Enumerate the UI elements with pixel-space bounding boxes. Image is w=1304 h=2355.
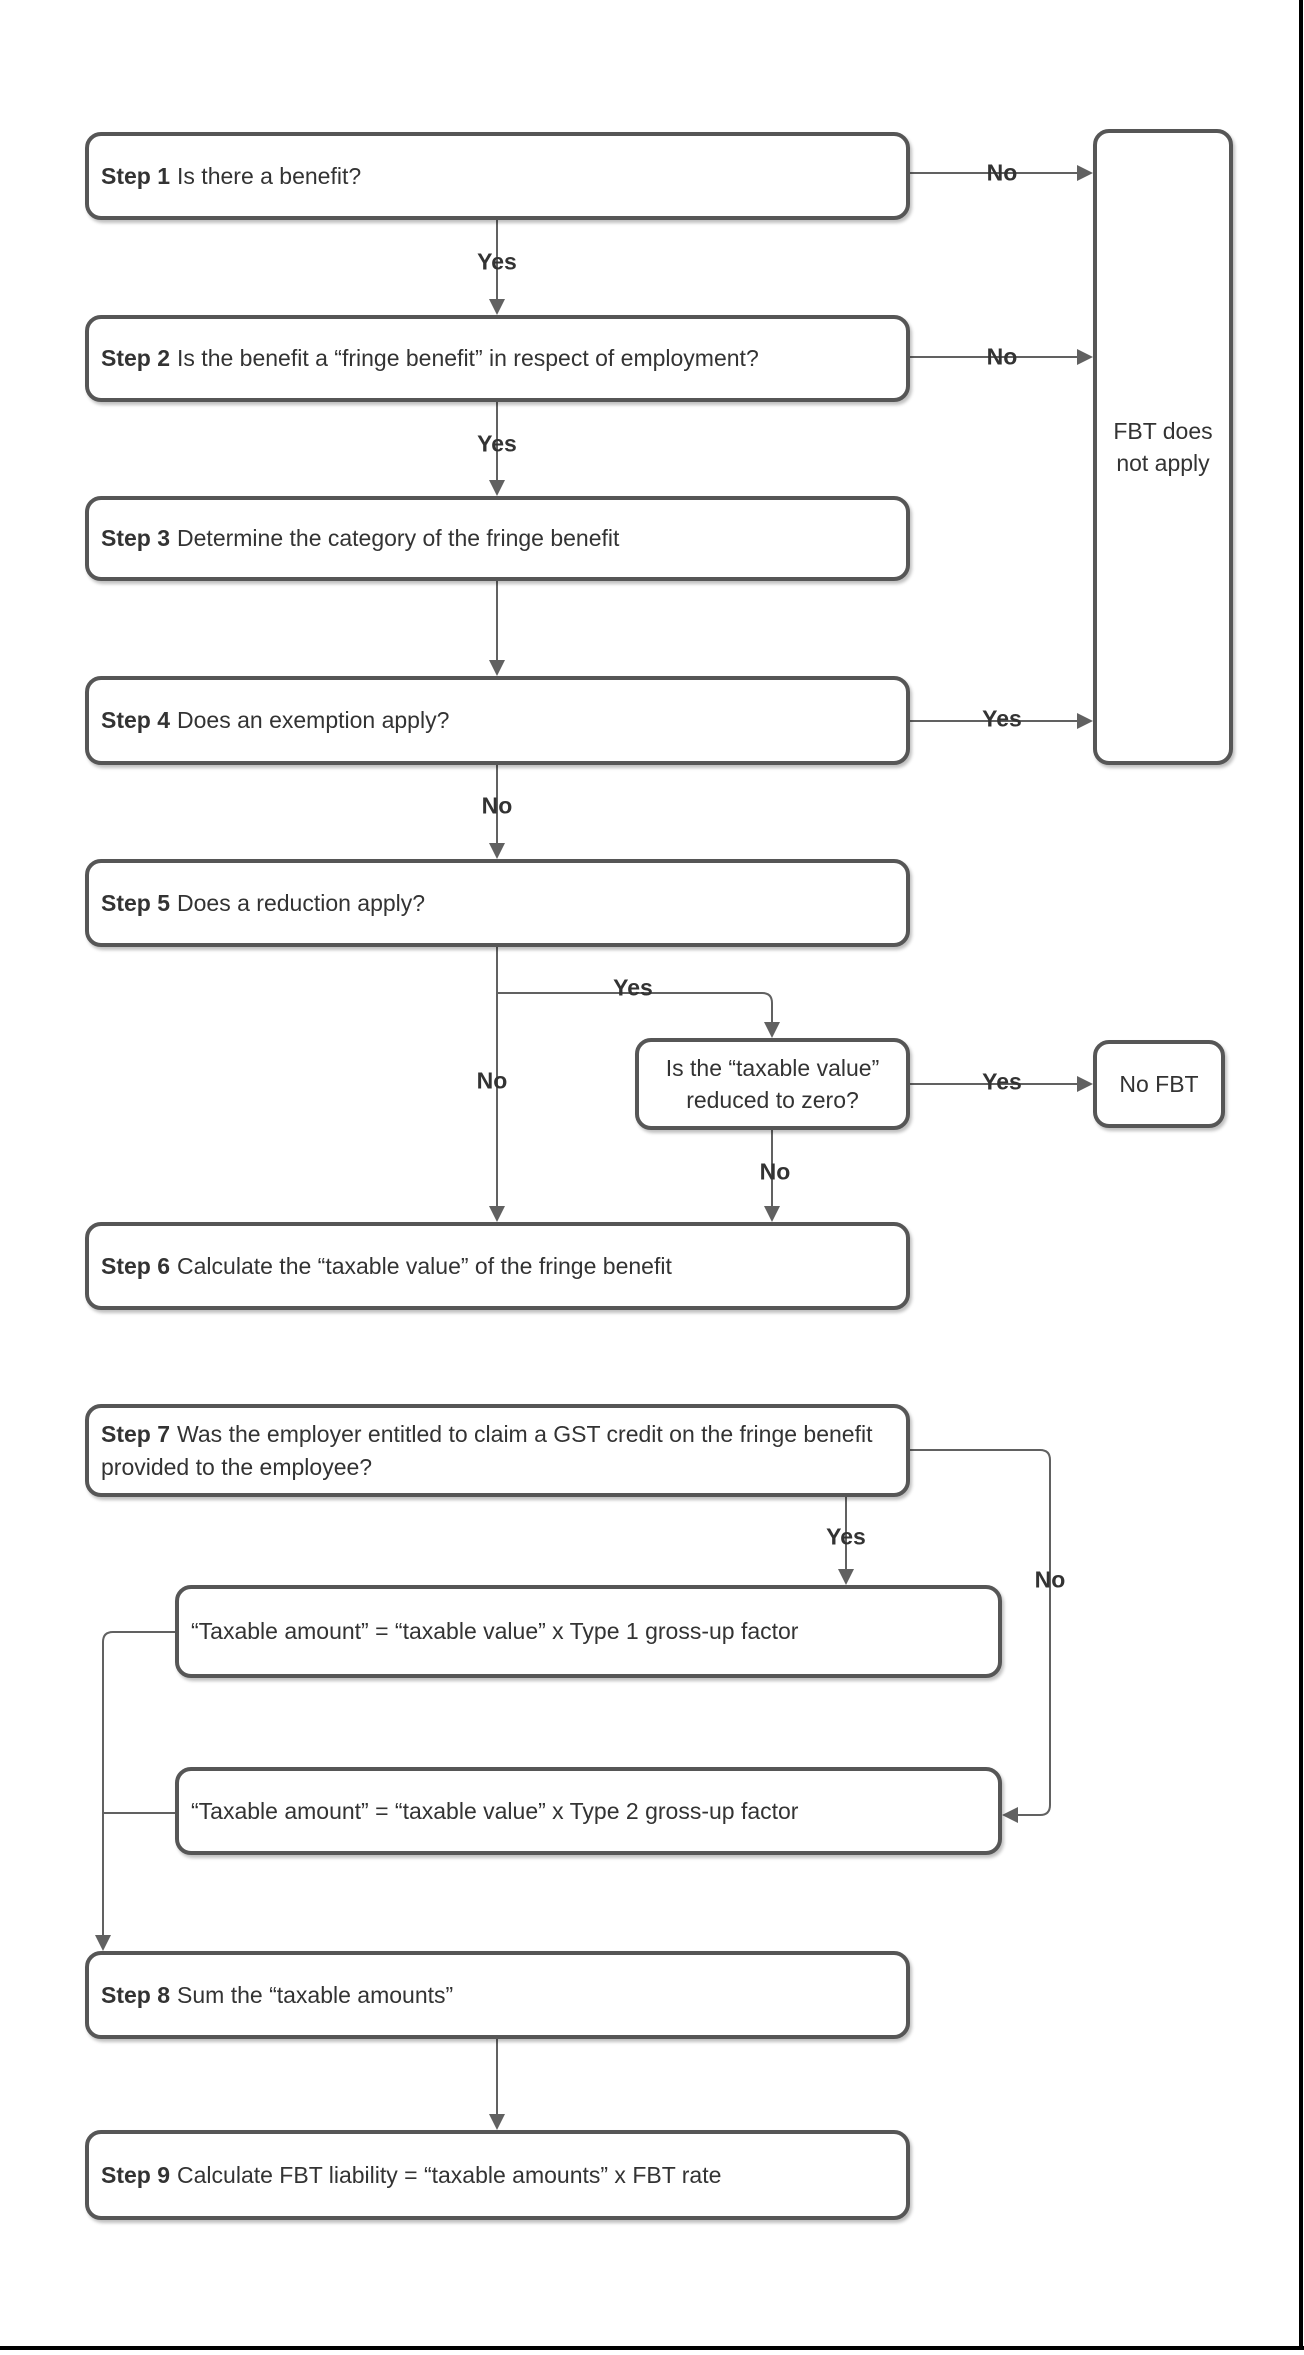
type-2-grossup-box: “Taxable amount” = “taxable value” x Typ… — [175, 1767, 1002, 1855]
step-2-label: Step 2 — [101, 345, 171, 372]
step-8-label: Step 8 — [101, 1981, 171, 2008]
arrowhead — [1077, 165, 1093, 181]
step-9-text: Calculate FBT liability = “taxable amoun… — [177, 2161, 722, 2188]
edge-step5-to-zero — [497, 992, 773, 1022]
step-4-label: Step 4 — [101, 707, 171, 734]
arrowhead — [489, 2114, 505, 2130]
reduced-to-zero-text: Is the “taxable value” reduced to zero? — [665, 1054, 880, 1113]
arrowhead — [1077, 349, 1093, 365]
step-8-text: Sum the “taxable amounts” — [177, 1981, 454, 2008]
arrowhead — [489, 1206, 505, 1222]
arrowhead — [489, 480, 505, 496]
edge-label-step4-no: No — [481, 792, 513, 819]
no-fbt-box: No FBT — [1093, 1040, 1225, 1128]
arrowhead — [1077, 1076, 1093, 1092]
arrowhead — [838, 1569, 854, 1585]
no-fbt-text: No FBT — [1119, 1070, 1199, 1097]
step-2-text: Is the benefit a “fringe benefit” in res… — [177, 345, 759, 372]
arrowhead — [1077, 713, 1093, 729]
arrowhead — [489, 660, 505, 676]
edge-type1-to-step8 — [102, 1631, 175, 1935]
edge-label-step1-no: No — [986, 159, 1018, 186]
type-2-grossup-text: “Taxable amount” = “taxable value” x Typ… — [191, 1797, 799, 1824]
step-4-text: Does an exemption apply? — [177, 707, 450, 734]
type-1-grossup-box: “Taxable amount” = “taxable value” x Typ… — [175, 1585, 1002, 1678]
step-9-label: Step 9 — [101, 2161, 171, 2188]
frame-right-border — [1299, 0, 1303, 2350]
fbt-does-not-apply-box: FBT does not apply — [1093, 129, 1233, 765]
fbt-does-not-apply-text: FBT does not apply — [1113, 417, 1213, 476]
edge-label-step2-yes: Yes — [477, 430, 517, 457]
step-5-label: Step 5 — [101, 889, 171, 916]
step-5-text: Does a reduction apply? — [177, 889, 426, 916]
edge-label-step4-yes: Yes — [982, 705, 1022, 732]
arrowhead — [764, 1206, 780, 1222]
edge-label-step7-no: No — [1034, 1566, 1066, 1593]
step-7-label: Step 7 — [101, 1421, 171, 1448]
edge-label-zero-no: No — [759, 1158, 791, 1185]
arrowhead — [489, 299, 505, 315]
frame-bottom-border — [0, 2346, 1304, 2350]
arrowhead — [489, 843, 505, 859]
edge-label-step7-yes: Yes — [826, 1523, 866, 1550]
edge-label-step5-no: No — [476, 1067, 508, 1094]
step-1-label: Step 1 — [101, 162, 171, 189]
edge-label-step2-no: No — [986, 343, 1018, 370]
reduced-to-zero-box: Is the “taxable value” reduced to zero? — [635, 1038, 910, 1130]
edge-step7-to-type2 — [910, 1449, 1051, 1816]
step-1-text: Is there a benefit? — [177, 162, 362, 189]
type-1-grossup-text: “Taxable amount” = “taxable value” x Typ… — [191, 1618, 799, 1645]
step-6-label: Step 6 — [101, 1252, 171, 1279]
arrowhead — [95, 1935, 111, 1951]
step-7-text: Was the employer entitled to claim a GST… — [101, 1421, 873, 1480]
edge-label-step5-yes: Yes — [613, 974, 653, 1001]
arrowhead — [1002, 1807, 1018, 1823]
step-3-label: Step 3 — [101, 525, 171, 552]
edge-label-step1-yes: Yes — [477, 248, 517, 275]
arrowhead — [764, 1022, 780, 1038]
edge-label-zero-yes: Yes — [982, 1068, 1022, 1095]
step-6-text: Calculate the “taxable value” of the fri… — [177, 1252, 672, 1279]
step-3-text: Determine the category of the fringe ben… — [177, 525, 620, 552]
